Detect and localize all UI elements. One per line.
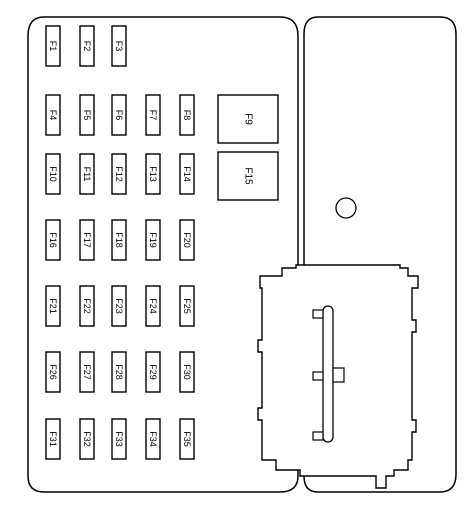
fuse-f7 bbox=[145, 94, 161, 136]
fuse-label-f31: F31 bbox=[48, 431, 58, 447]
fuse-label-f30: F30 bbox=[182, 364, 192, 380]
fuse-label-f28: F28 bbox=[114, 364, 124, 380]
fuse-f8 bbox=[179, 94, 195, 136]
fuse-label-f22: F22 bbox=[82, 298, 92, 314]
fuse-label-f21: F21 bbox=[48, 298, 58, 314]
fuse-f18 bbox=[111, 219, 127, 261]
connector-latch-bar bbox=[322, 305, 334, 443]
fuse-f4 bbox=[45, 94, 61, 136]
fuse-f29 bbox=[145, 351, 161, 393]
fuse-f6 bbox=[111, 94, 127, 136]
fuse-label-f1: F1 bbox=[48, 41, 58, 52]
fuse-label-f3: F3 bbox=[114, 41, 124, 52]
fuse-f27 bbox=[79, 351, 95, 393]
fuse-label-f27: F27 bbox=[82, 364, 92, 380]
fuse-f23 bbox=[111, 285, 127, 327]
fuse-label-f23: F23 bbox=[114, 298, 124, 314]
fuse-f26 bbox=[45, 351, 61, 393]
fuse-f11 bbox=[79, 153, 95, 195]
fuse-label-f11: F11 bbox=[82, 167, 92, 182]
fuse-f10 bbox=[45, 153, 61, 195]
fuse-f34 bbox=[145, 418, 161, 460]
fuse-label-f29: F29 bbox=[148, 364, 158, 380]
fuse-f33 bbox=[111, 418, 127, 460]
fuse-panel-outline bbox=[27, 16, 299, 493]
fuse-f31 bbox=[45, 418, 61, 460]
fuse-label-f24: F24 bbox=[148, 298, 158, 314]
fuse-label-f13: F13 bbox=[148, 166, 158, 182]
fuse-label-f16: F16 bbox=[48, 232, 58, 248]
fuse-label-f9: F9 bbox=[243, 113, 254, 125]
fuse-label-f25: F25 bbox=[182, 298, 192, 314]
fuse-label-f18: F18 bbox=[114, 232, 124, 248]
fuse-f2 bbox=[79, 25, 95, 67]
fuse-label-f2: F2 bbox=[82, 41, 92, 52]
fuse-label-f17: F17 bbox=[82, 232, 92, 248]
connector-pin-top bbox=[312, 309, 324, 319]
fuse-f22 bbox=[79, 285, 95, 327]
connector-housing bbox=[257, 264, 419, 489]
fuse-label-f5: F5 bbox=[82, 110, 92, 121]
fuse-label-f15: F15 bbox=[243, 167, 254, 185]
fuse-f30 bbox=[179, 351, 195, 393]
fuse-f1 bbox=[45, 25, 61, 67]
fuse-f25 bbox=[179, 285, 195, 327]
fuse-f16 bbox=[45, 219, 61, 261]
fuse-label-f19: F19 bbox=[148, 232, 158, 248]
fuse-f12 bbox=[111, 153, 127, 195]
fuse-label-f7: F7 bbox=[148, 110, 158, 121]
fuse-label-f34: F34 bbox=[148, 431, 158, 447]
fuse-f28 bbox=[111, 351, 127, 393]
fuse-label-f26: F26 bbox=[48, 364, 58, 380]
fuse-f20 bbox=[179, 219, 195, 261]
connector-tab bbox=[332, 367, 345, 383]
cover-panel-outline bbox=[303, 16, 457, 493]
fuse-label-f8: F8 bbox=[182, 110, 192, 121]
fuse-f15 bbox=[217, 151, 279, 201]
connector-pin-middle bbox=[312, 371, 324, 381]
fuse-label-f10: F10 bbox=[48, 166, 58, 182]
fuse-label-f32: F32 bbox=[82, 431, 92, 447]
fuse-label-f6: F6 bbox=[114, 110, 124, 121]
fuse-label-f35: F35 bbox=[182, 431, 192, 447]
fuse-f19 bbox=[145, 219, 161, 261]
fuse-label-f4: F4 bbox=[48, 110, 58, 121]
mounting-hole bbox=[335, 197, 357, 219]
fuse-label-f12: F12 bbox=[114, 166, 124, 182]
fuse-label-f14: F14 bbox=[182, 166, 192, 182]
connector-pin-bottom bbox=[312, 431, 324, 441]
fuse-f13 bbox=[145, 153, 161, 195]
fuse-f5 bbox=[79, 94, 95, 136]
fuse-f35 bbox=[179, 418, 195, 460]
fuse-f14 bbox=[179, 153, 195, 195]
fuse-label-f33: F33 bbox=[114, 431, 124, 447]
fuse-f32 bbox=[79, 418, 95, 460]
fuse-f21 bbox=[45, 285, 61, 327]
fuse-f3 bbox=[111, 25, 127, 67]
fuse-f17 bbox=[79, 219, 95, 261]
fuse-label-f20: F20 bbox=[182, 232, 192, 248]
fuse-f9 bbox=[217, 94, 279, 144]
fuse-f24 bbox=[145, 285, 161, 327]
